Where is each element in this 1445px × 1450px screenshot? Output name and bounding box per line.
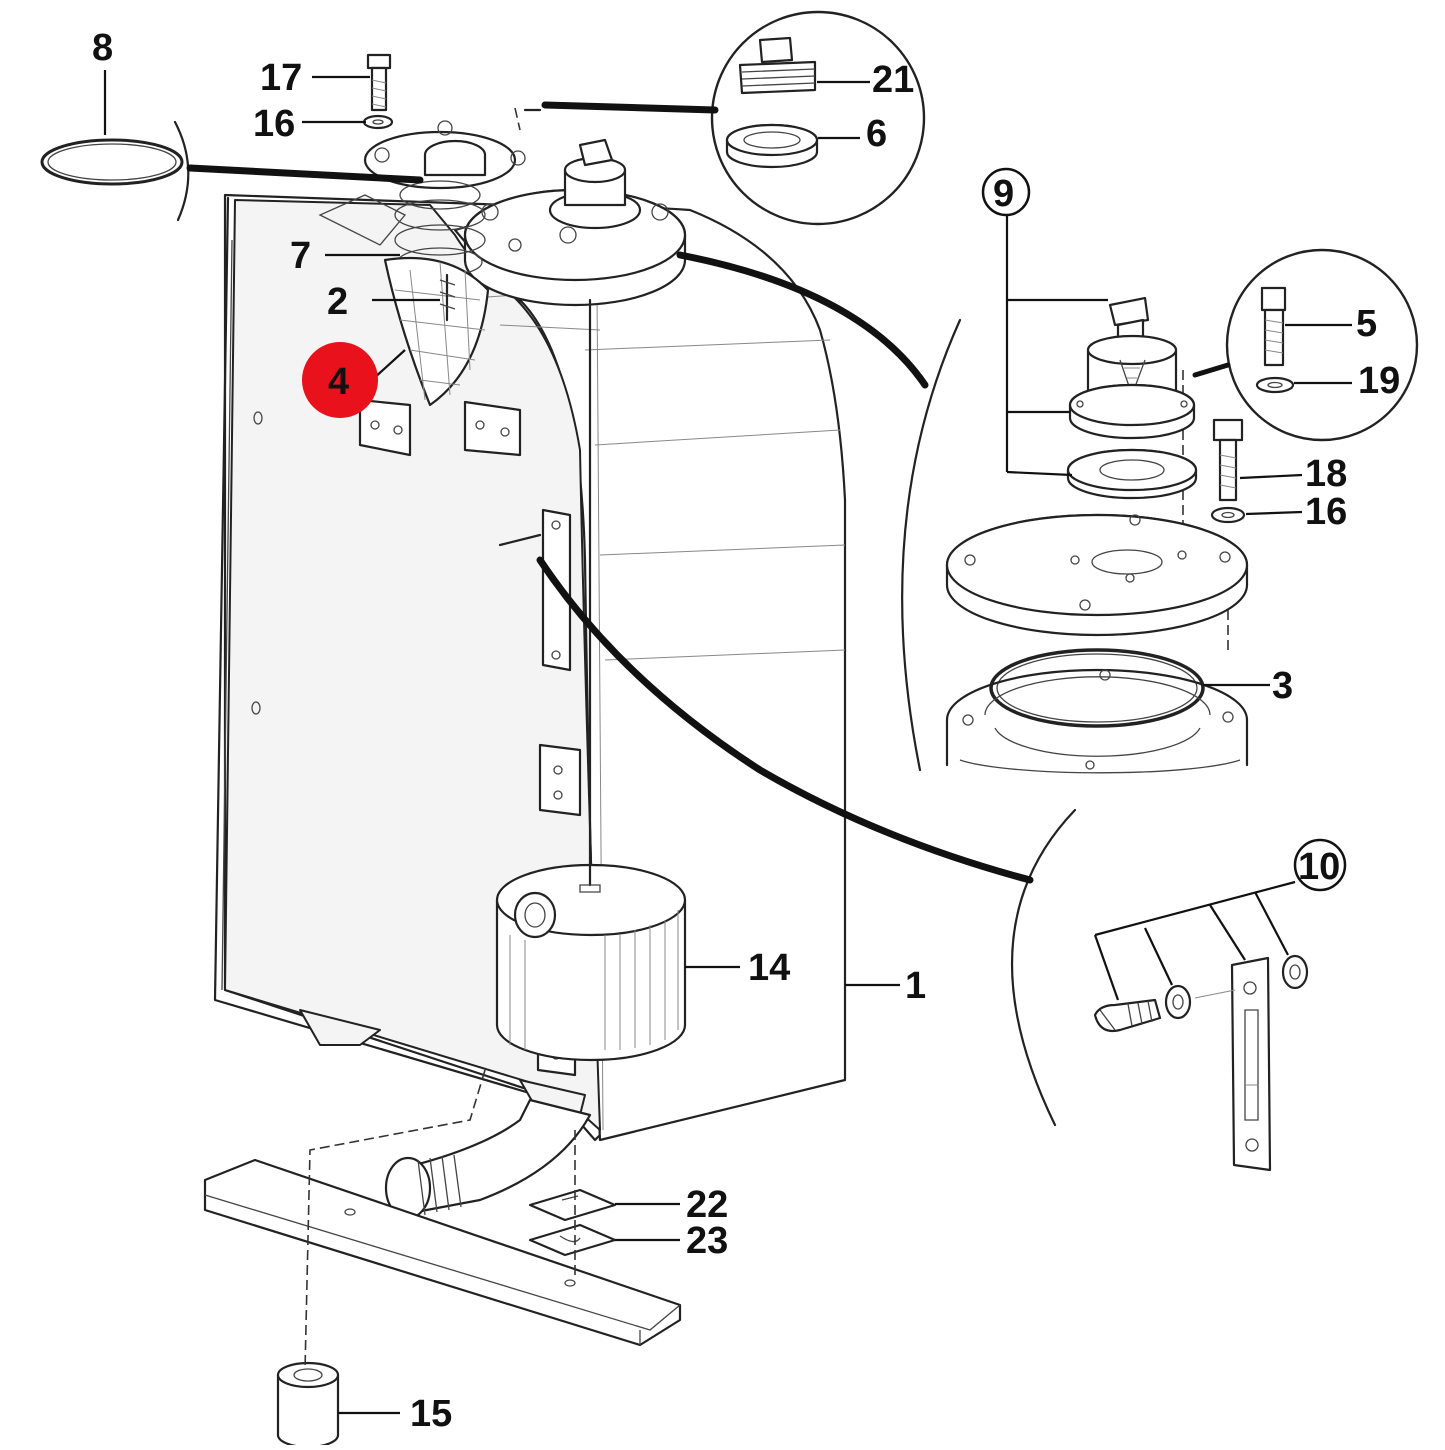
o-ring-8	[40, 70, 424, 222]
callout-18: 18	[1305, 453, 1347, 495]
detail-pump-mount	[676, 215, 1249, 774]
callout-10: 10	[1298, 846, 1340, 888]
bushing	[276, 1361, 340, 1449]
callout-16-top: 16	[253, 103, 295, 145]
callout-21: 21	[872, 59, 914, 101]
callout-16-right: 16	[1305, 491, 1347, 533]
detail-circle-screw	[1192, 248, 1419, 442]
callout-ring-10	[1293, 838, 1347, 892]
callout-3: 3	[1272, 665, 1293, 707]
callout-4: 4	[328, 361, 349, 403]
filler-strainer	[318, 120, 526, 407]
mounting-rail	[203, 1158, 682, 1347]
callout-8: 8	[92, 27, 113, 69]
callout-2: 2	[327, 281, 348, 323]
callout-23: 23	[686, 1220, 728, 1262]
detail-circle-plug	[541, 10, 926, 226]
callout-5: 5	[1356, 303, 1377, 345]
detail-level-gauge	[536, 556, 1309, 1172]
callout-labels: 8 17 16 21 6 7 2 4 9 5 19 18 16 3 10 14 …	[92, 27, 1400, 1435]
return-filter	[495, 298, 687, 1062]
callout-1: 1	[905, 965, 926, 1007]
callout-9: 9	[993, 173, 1014, 215]
highlight-circle	[302, 342, 378, 418]
callout-17: 17	[260, 57, 302, 99]
callout-22: 22	[686, 1184, 728, 1226]
suction-hose	[384, 1098, 592, 1220]
callout-14: 14	[748, 947, 790, 989]
callout-15: 15	[410, 1393, 452, 1435]
callout-19: 19	[1358, 360, 1400, 402]
shims	[528, 1188, 617, 1257]
callout-7: 7	[290, 235, 311, 277]
bolt-17	[362, 53, 394, 130]
callout-6: 6	[866, 113, 887, 155]
tank-top-cover	[463, 138, 687, 307]
callout-ring-9	[981, 167, 1031, 217]
